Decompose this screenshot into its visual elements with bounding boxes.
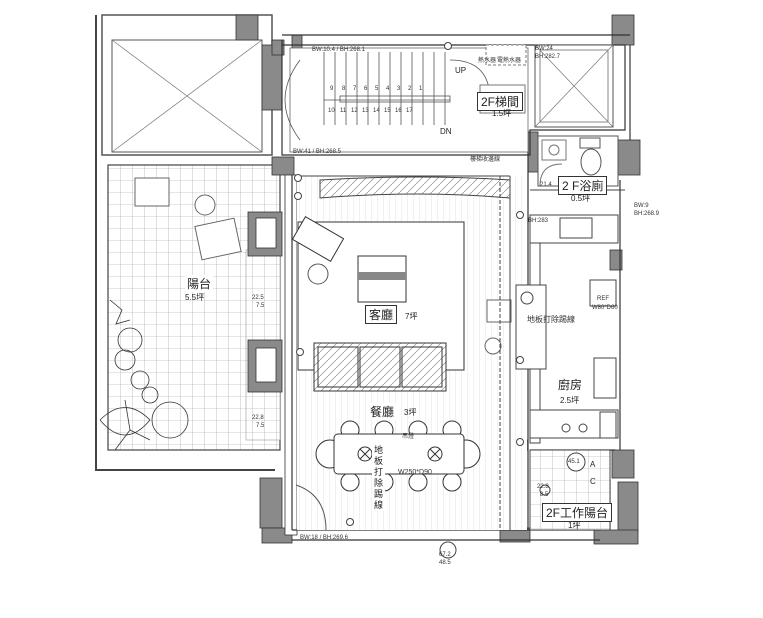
- dim-3b: 8.5: [540, 492, 549, 498]
- dim-3: 22.8: [537, 484, 549, 490]
- room-dining-area: 3坪: [404, 408, 417, 417]
- bw-bath: BW:9: [634, 203, 649, 209]
- kitchen: [515, 214, 619, 444]
- step-15: 15: [384, 108, 391, 114]
- dim-6b: 48.5: [439, 560, 451, 566]
- table-size: W250*D90: [398, 469, 432, 476]
- room-dining-name: 餐廳: [368, 403, 397, 420]
- room-work-name: 2F工作陽台: [542, 503, 613, 522]
- step-8: 8: [342, 86, 346, 92]
- step-7: 7: [353, 86, 357, 92]
- washer-label: W80*D60: [592, 305, 618, 311]
- room-stair-area: 1.5坪: [492, 109, 512, 118]
- stair-edge-note: 樓梯收邊線: [470, 157, 501, 163]
- stair-down-label: DN: [440, 127, 452, 136]
- ac-a-label: A: [590, 460, 596, 469]
- room-work-area: 1坪: [568, 521, 581, 530]
- step-11: 11: [340, 108, 347, 114]
- step-10: 10: [328, 108, 335, 114]
- room-kitchen-area: 2.5坪: [560, 396, 580, 405]
- step-1: 1: [419, 86, 423, 92]
- step-6: 6: [364, 86, 368, 92]
- step-2: 2: [408, 86, 412, 92]
- ac-c-label: C: [590, 477, 596, 486]
- room-bath-area: 0.5坪: [571, 194, 591, 203]
- stair-up-label: UP: [455, 66, 467, 75]
- floor-kitchen-note: 地板打除踢線: [527, 315, 575, 324]
- dim-2: 22.8: [252, 415, 264, 421]
- bw-stair-right: BW:24: [535, 46, 553, 52]
- bw-bottom: BW:18 / BH:269.6: [300, 535, 348, 541]
- markers: [294, 42, 524, 559]
- room-living-name: 客廳: [365, 305, 398, 324]
- bh-stair-right: BH:282.7: [535, 54, 561, 60]
- room-bath-name: 2 F浴廁: [558, 176, 608, 195]
- room-kitchen-name: 廚房: [556, 376, 585, 393]
- cabinet-label: 電熱水器: [497, 58, 522, 64]
- bw-stair-bottom: BW:41 / BH:268.5: [293, 149, 341, 155]
- dim-5: 45.1: [568, 459, 580, 465]
- bw-stair-top: BW:10.4 / BH:268.1: [312, 47, 365, 53]
- dim-4: 21.4: [540, 182, 552, 188]
- dining-light-label: 吊燈: [402, 434, 415, 440]
- step-5: 5: [375, 86, 379, 92]
- step-16: 16: [395, 108, 402, 114]
- room-balcony-area: 5.5坪: [185, 293, 205, 302]
- step-17: 17: [406, 108, 413, 114]
- room-living-area: 7坪: [405, 312, 418, 321]
- fridge-label: REF: [597, 296, 609, 302]
- step-13: 13: [362, 108, 369, 114]
- room-balcony-name: 陽台: [185, 275, 214, 292]
- dim-6: 67.2: [439, 552, 451, 558]
- step-3: 3: [397, 86, 401, 92]
- room-stair-name: 2F梯間: [477, 92, 524, 111]
- step-12: 12: [351, 108, 358, 114]
- dim-1: 22.5: [252, 295, 264, 301]
- dim-2b: 7.5: [256, 423, 265, 429]
- step-14: 14: [373, 108, 380, 114]
- bh-bath: BH:268.9: [634, 211, 660, 217]
- heater-label: 熱水器: [478, 58, 497, 64]
- step-9: 9: [330, 86, 334, 92]
- stair: [284, 44, 614, 153]
- floor-vertical-note: 地板打除踢線: [372, 445, 385, 511]
- step-4: 4: [386, 86, 390, 92]
- dim-1b: 7.5: [256, 303, 265, 309]
- living-dining: [291, 175, 527, 531]
- bh-kitchen: BH:283: [528, 218, 549, 224]
